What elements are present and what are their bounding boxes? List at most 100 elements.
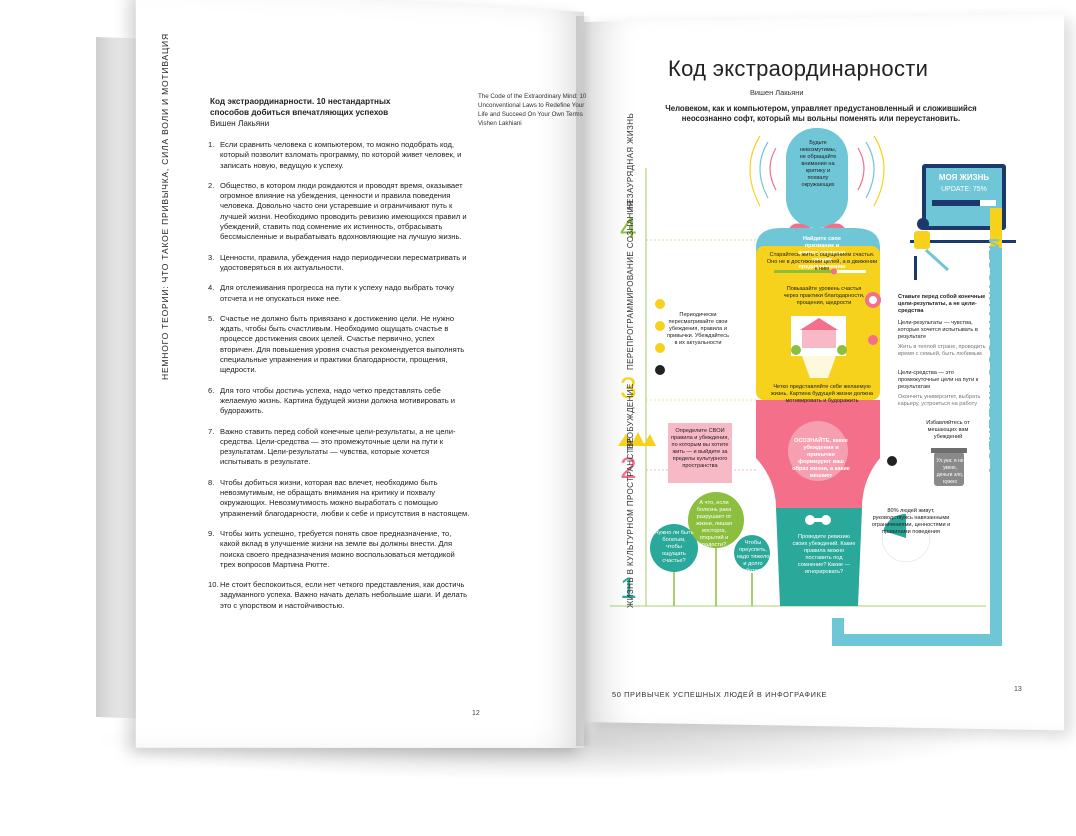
left-heading: Код экстраординарности. 10 нестандартных… [210, 96, 420, 129]
original-title: The Code of the Extraordinary Mind: 10 U… [478, 93, 587, 118]
signal-rings [749, 135, 885, 207]
list-item-number: 2. [208, 180, 215, 190]
list-item-number: 7. [208, 426, 215, 436]
pie-slice-80 [881, 513, 931, 563]
stat-text: 80% людей живут, руководствуясь навязанн… [871, 508, 951, 535]
tree3-text: Чтобы преуспеть, надо тяжело и долго раб… [736, 540, 770, 574]
list-item-number: 4. [208, 283, 215, 293]
check-icon [761, 456, 771, 466]
list-item-number: 9. [208, 528, 215, 538]
heart-text: Найдите свое призвание и живите согласно… [798, 236, 846, 270]
original-title-block: The Code of the Extraordinary Mind: 10 U… [478, 92, 588, 128]
figure-head [786, 128, 848, 228]
infographic-title: Код экстраординарности [668, 56, 929, 81]
stage-3-number: 3 [620, 372, 637, 405]
list-item: 4. Для отслеживания прогресса на пути к у… [208, 283, 470, 304]
gratitude-text: Повышайте уровень счастья через практики… [783, 286, 865, 306]
desk [910, 240, 1016, 243]
list-item: 10.Не стоит беспокоиться, если нет четко… [208, 580, 470, 611]
monitor-screen [926, 168, 1002, 226]
binoculars-icon [805, 515, 831, 525]
list-item: 5.Счастье не должно быть привязано к дос… [208, 314, 470, 376]
rid-beliefs-text: Избавляйтесь от мешающих вам убеждений [926, 420, 970, 440]
list-item-text: Чтобы жить успешно, требуется понять сво… [220, 528, 455, 569]
stage-3-label: ПЕРЕПРОГРАММИРОВАНИЕ СОЗНАНИЯ [626, 200, 635, 370]
infographic-graphic [610, 128, 1016, 646]
review-text: Периодически пересматривайте свои убежде… [666, 312, 730, 346]
happiness-text: Старайтесь жить с ощущением счастья. Оно… [766, 252, 878, 272]
list-item-text: Не стоит беспокоиться, если нет четкого … [220, 580, 468, 610]
list-item: 6. Для того чтобы достичь успеха, надо че… [208, 386, 470, 417]
vision-beam [802, 356, 836, 378]
screen-line1: МОЯ ЖИЗНЬ [938, 173, 990, 182]
list-item-text: Для отслеживания прогресса на пути к усп… [220, 283, 454, 303]
house-roof [800, 318, 838, 330]
list-item: 9. Чтобы жить успешно, требуется понять с… [208, 529, 470, 570]
original-author: Vishen Lakhiani [478, 120, 522, 127]
audit-text: Проведите ревизию своих убеждений. Какие… [792, 534, 856, 575]
list-item-number: 8. [208, 477, 215, 487]
stage-1-label: ЖИЗНЬ В КУЛЬТУРНОМ ПРОСТРАНСТВЕ [626, 436, 635, 608]
house-icon [802, 328, 836, 348]
checklist-icons [655, 299, 665, 375]
left-page-number: 12 [472, 710, 480, 717]
crown-icon [618, 432, 656, 446]
awareness-glow [788, 421, 848, 481]
person-leg [924, 248, 950, 272]
person-head [917, 218, 929, 230]
define-rules-text: Определите СВОИ правила и убеждения, по … [671, 428, 729, 469]
goals-means-example: Окончить университет, выбрать карьеру, у… [898, 394, 981, 407]
goals-result-example: Жить в теплой стране, проводить время с … [898, 344, 986, 357]
chair [914, 256, 917, 280]
culture-trees [650, 492, 770, 606]
happiness-slider-fill [774, 270, 834, 273]
principles-list: 1. Если сравнить человека с компьютером, … [208, 140, 470, 621]
infographic-subtitle: Человеком, как и компьютером, управляет … [665, 104, 977, 123]
goals-title: Ставьте перед собой конечные цели-резуль… [898, 294, 986, 314]
trash-bin-icon [934, 452, 964, 486]
update-progress-fill [932, 200, 980, 206]
screen-line2: UPDATE: 75% [941, 186, 987, 193]
awareness-ring-pipe [832, 248, 1002, 646]
list-item-number: 1. [208, 140, 215, 149]
list-item-number: 6. [208, 385, 215, 395]
infographic-author: Вишен Лакьяни [750, 88, 804, 97]
target-icons [865, 292, 881, 381]
person-body [914, 231, 930, 249]
list-item-text: Если сравнить человека с компьютером, то… [220, 140, 462, 170]
stat-pie-chart [881, 513, 931, 563]
list-item-text: Для того чтобы достичь успеха, надо четк… [220, 385, 456, 416]
list-item: 2. Общество, в котором люди рождаются и п… [208, 181, 470, 243]
list-item-text: Общество, в котором люди рождаются и про… [220, 180, 467, 242]
define-rules-card [668, 423, 732, 483]
list-item-text: Ценности, правила, убеждения надо период… [220, 252, 467, 272]
stage-1-number: 1 [620, 572, 637, 605]
figure-legs [776, 508, 862, 606]
book-gutter [576, 16, 592, 746]
right-footer: 50 ПРИВЫЧЕК УСПЕШНЫХ ЛЮДЕЙ В ИНФОГРАФИКЕ [612, 690, 827, 699]
left-heading-title: Код экстраординарности. 10 нестандартных… [210, 97, 391, 117]
right-page-number: 13 [1014, 686, 1022, 693]
vision-text: Четко представляйте себе желаемую жизнь.… [770, 384, 874, 404]
left-heading-author: Вишен Лакьяни [210, 119, 270, 128]
stage-4-number: 4 [620, 212, 637, 245]
stage-2-number: 2 [620, 452, 637, 485]
close-icon [887, 456, 897, 466]
list-item-text: Чтобы добиться жизни, которая вас влечет… [220, 477, 470, 518]
list-item-text: Счастье не должно быть привязано к дости… [220, 313, 465, 375]
tree-icon [837, 345, 847, 355]
pie-slice-20 [883, 514, 906, 538]
tree1-text: Нужно ли быть богатым, чтобы ощущать сча… [654, 530, 694, 564]
left-side-title: НЕМНОГО ТЕОРИИ: ЧТО ТАКОЕ ПРИВЫЧКА, СИЛА… [160, 33, 170, 380]
trash-text: Ул.ука: я не умею, деньги зло, нужно пох… [936, 458, 964, 492]
goals-result-text: Цели-результаты — чувства, которые хочет… [898, 320, 978, 340]
computer-desk [910, 164, 1016, 280]
stage-4-label: НЕЗАУРЯДНАЯ ЖИЗНЬ [626, 112, 635, 210]
head-text: Будьте невозмутимы, не обращайте внимани… [799, 140, 837, 188]
list-item: 7.Важно ставить перед собой конечные цел… [208, 427, 470, 468]
list-item: 8. Чтобы добиться жизни, которая вас влеч… [208, 478, 470, 519]
tree2-text: А что, если болезнь рака разрушает от жи… [696, 500, 732, 548]
list-item: 1. Если сравнить человека с компьютером, … [208, 140, 470, 171]
list-item-number: 10. [208, 580, 219, 590]
